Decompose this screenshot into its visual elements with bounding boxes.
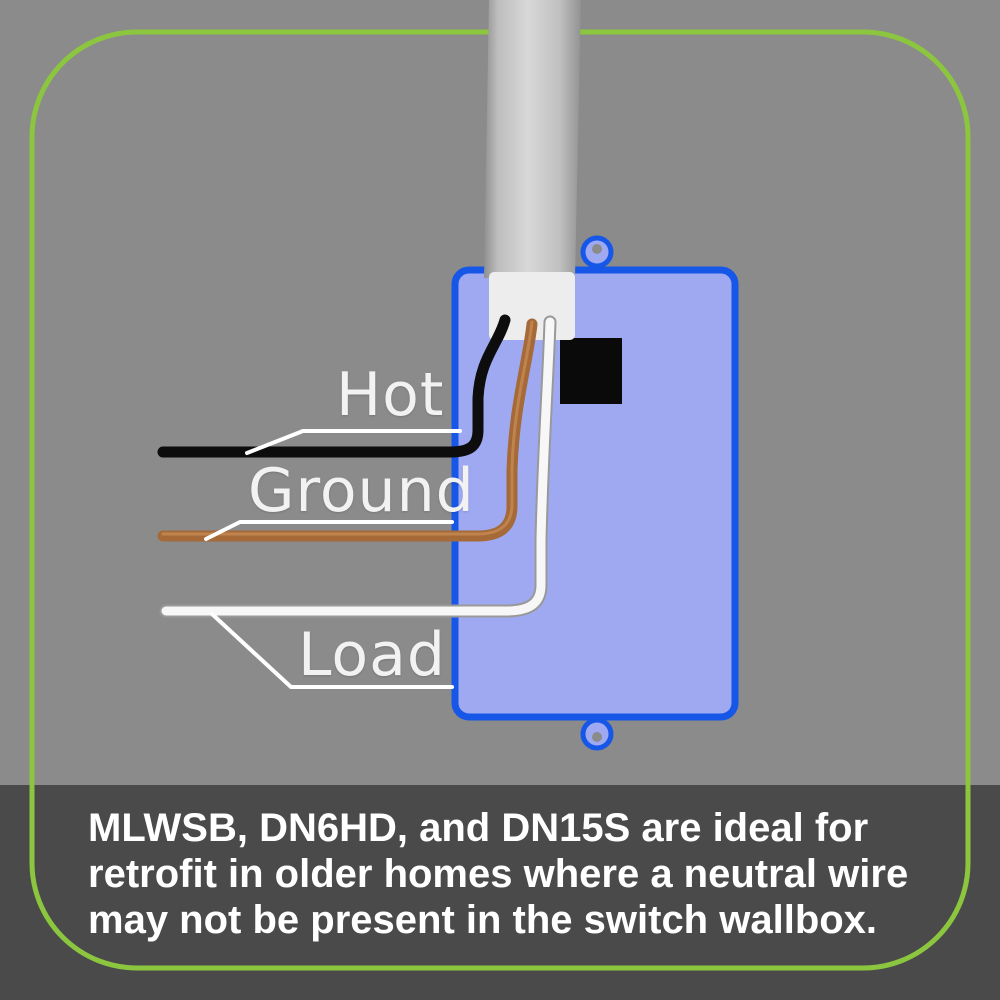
caption-banner: MLWSB, DN6HD, and DN15S are ideal for re… <box>0 785 1000 1000</box>
caption-line-3: may not be present in the switch wallbox… <box>88 898 878 942</box>
load-wire <box>161 317 555 616</box>
hot-leader-line <box>245 429 462 455</box>
screw-hole-bottom <box>592 732 602 742</box>
caption-line-2: retrofit in older homes where a neutral … <box>88 852 909 896</box>
cable-clamp <box>560 338 622 404</box>
screw-hole-top <box>592 244 602 254</box>
conduit-cable <box>484 0 581 278</box>
ground-wire-highlight <box>161 320 534 536</box>
ground-label: Ground <box>248 456 475 526</box>
load-label: Load <box>298 620 446 690</box>
hot-wire <box>157 314 511 458</box>
hot-label: Hot <box>336 360 445 430</box>
ground-leader-line <box>204 520 454 541</box>
caption-line-1: MLWSB, DN6HD, and DN15S are ideal for <box>88 806 869 850</box>
load-leader-line <box>210 612 454 689</box>
